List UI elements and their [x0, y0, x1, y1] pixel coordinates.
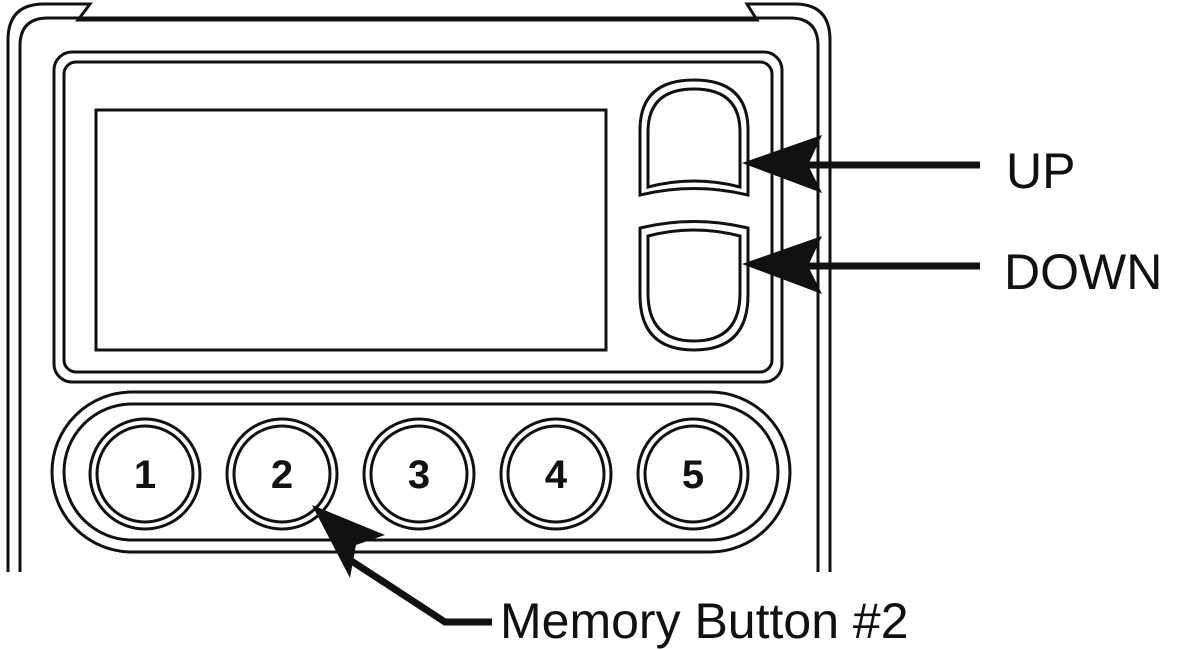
- memory-button-face: [643, 424, 743, 524]
- memory-button-ring: [88, 417, 202, 531]
- memory-button-ring: [225, 417, 339, 531]
- lcd-screen: [94, 108, 608, 352]
- memory-button-label: 2: [271, 453, 293, 497]
- memory-button-face: [506, 424, 606, 524]
- device-housing: [6, 2, 832, 572]
- memory-button-1[interactable]: 1: [88, 417, 202, 531]
- memory-button-4[interactable]: 4: [499, 417, 613, 531]
- up-button[interactable]: [638, 78, 750, 197]
- down-button[interactable]: [638, 220, 750, 352]
- memory-button-label: 1: [134, 453, 156, 497]
- up-arrow: [742, 135, 980, 193]
- memory-buttons-row: 1 2 3 4 5: [88, 417, 750, 531]
- memory-button-arrow: [312, 505, 492, 626]
- memory-button-face: [95, 424, 195, 524]
- memory-button-tray: [50, 390, 792, 554]
- memory-button-label: 5: [682, 453, 704, 497]
- memory-button-5[interactable]: 5: [636, 417, 750, 531]
- memory-button-label: 4: [545, 453, 568, 497]
- memory-button-label: Memory Button #2: [500, 593, 909, 649]
- memory-button-3[interactable]: 3: [362, 417, 476, 531]
- memory-button-ring: [499, 417, 613, 531]
- memory-button-label: 3: [408, 453, 430, 497]
- down-arrow: [742, 236, 980, 294]
- memory-button-2[interactable]: 2: [225, 417, 339, 531]
- down-label: DOWN: [1004, 244, 1162, 300]
- up-label: UP: [1006, 143, 1075, 199]
- memory-button-ring: [636, 417, 750, 531]
- memory-button-ring: [362, 417, 476, 531]
- memory-button-face: [369, 424, 469, 524]
- display-bezel: [52, 50, 784, 384]
- memory-button-face: [232, 424, 332, 524]
